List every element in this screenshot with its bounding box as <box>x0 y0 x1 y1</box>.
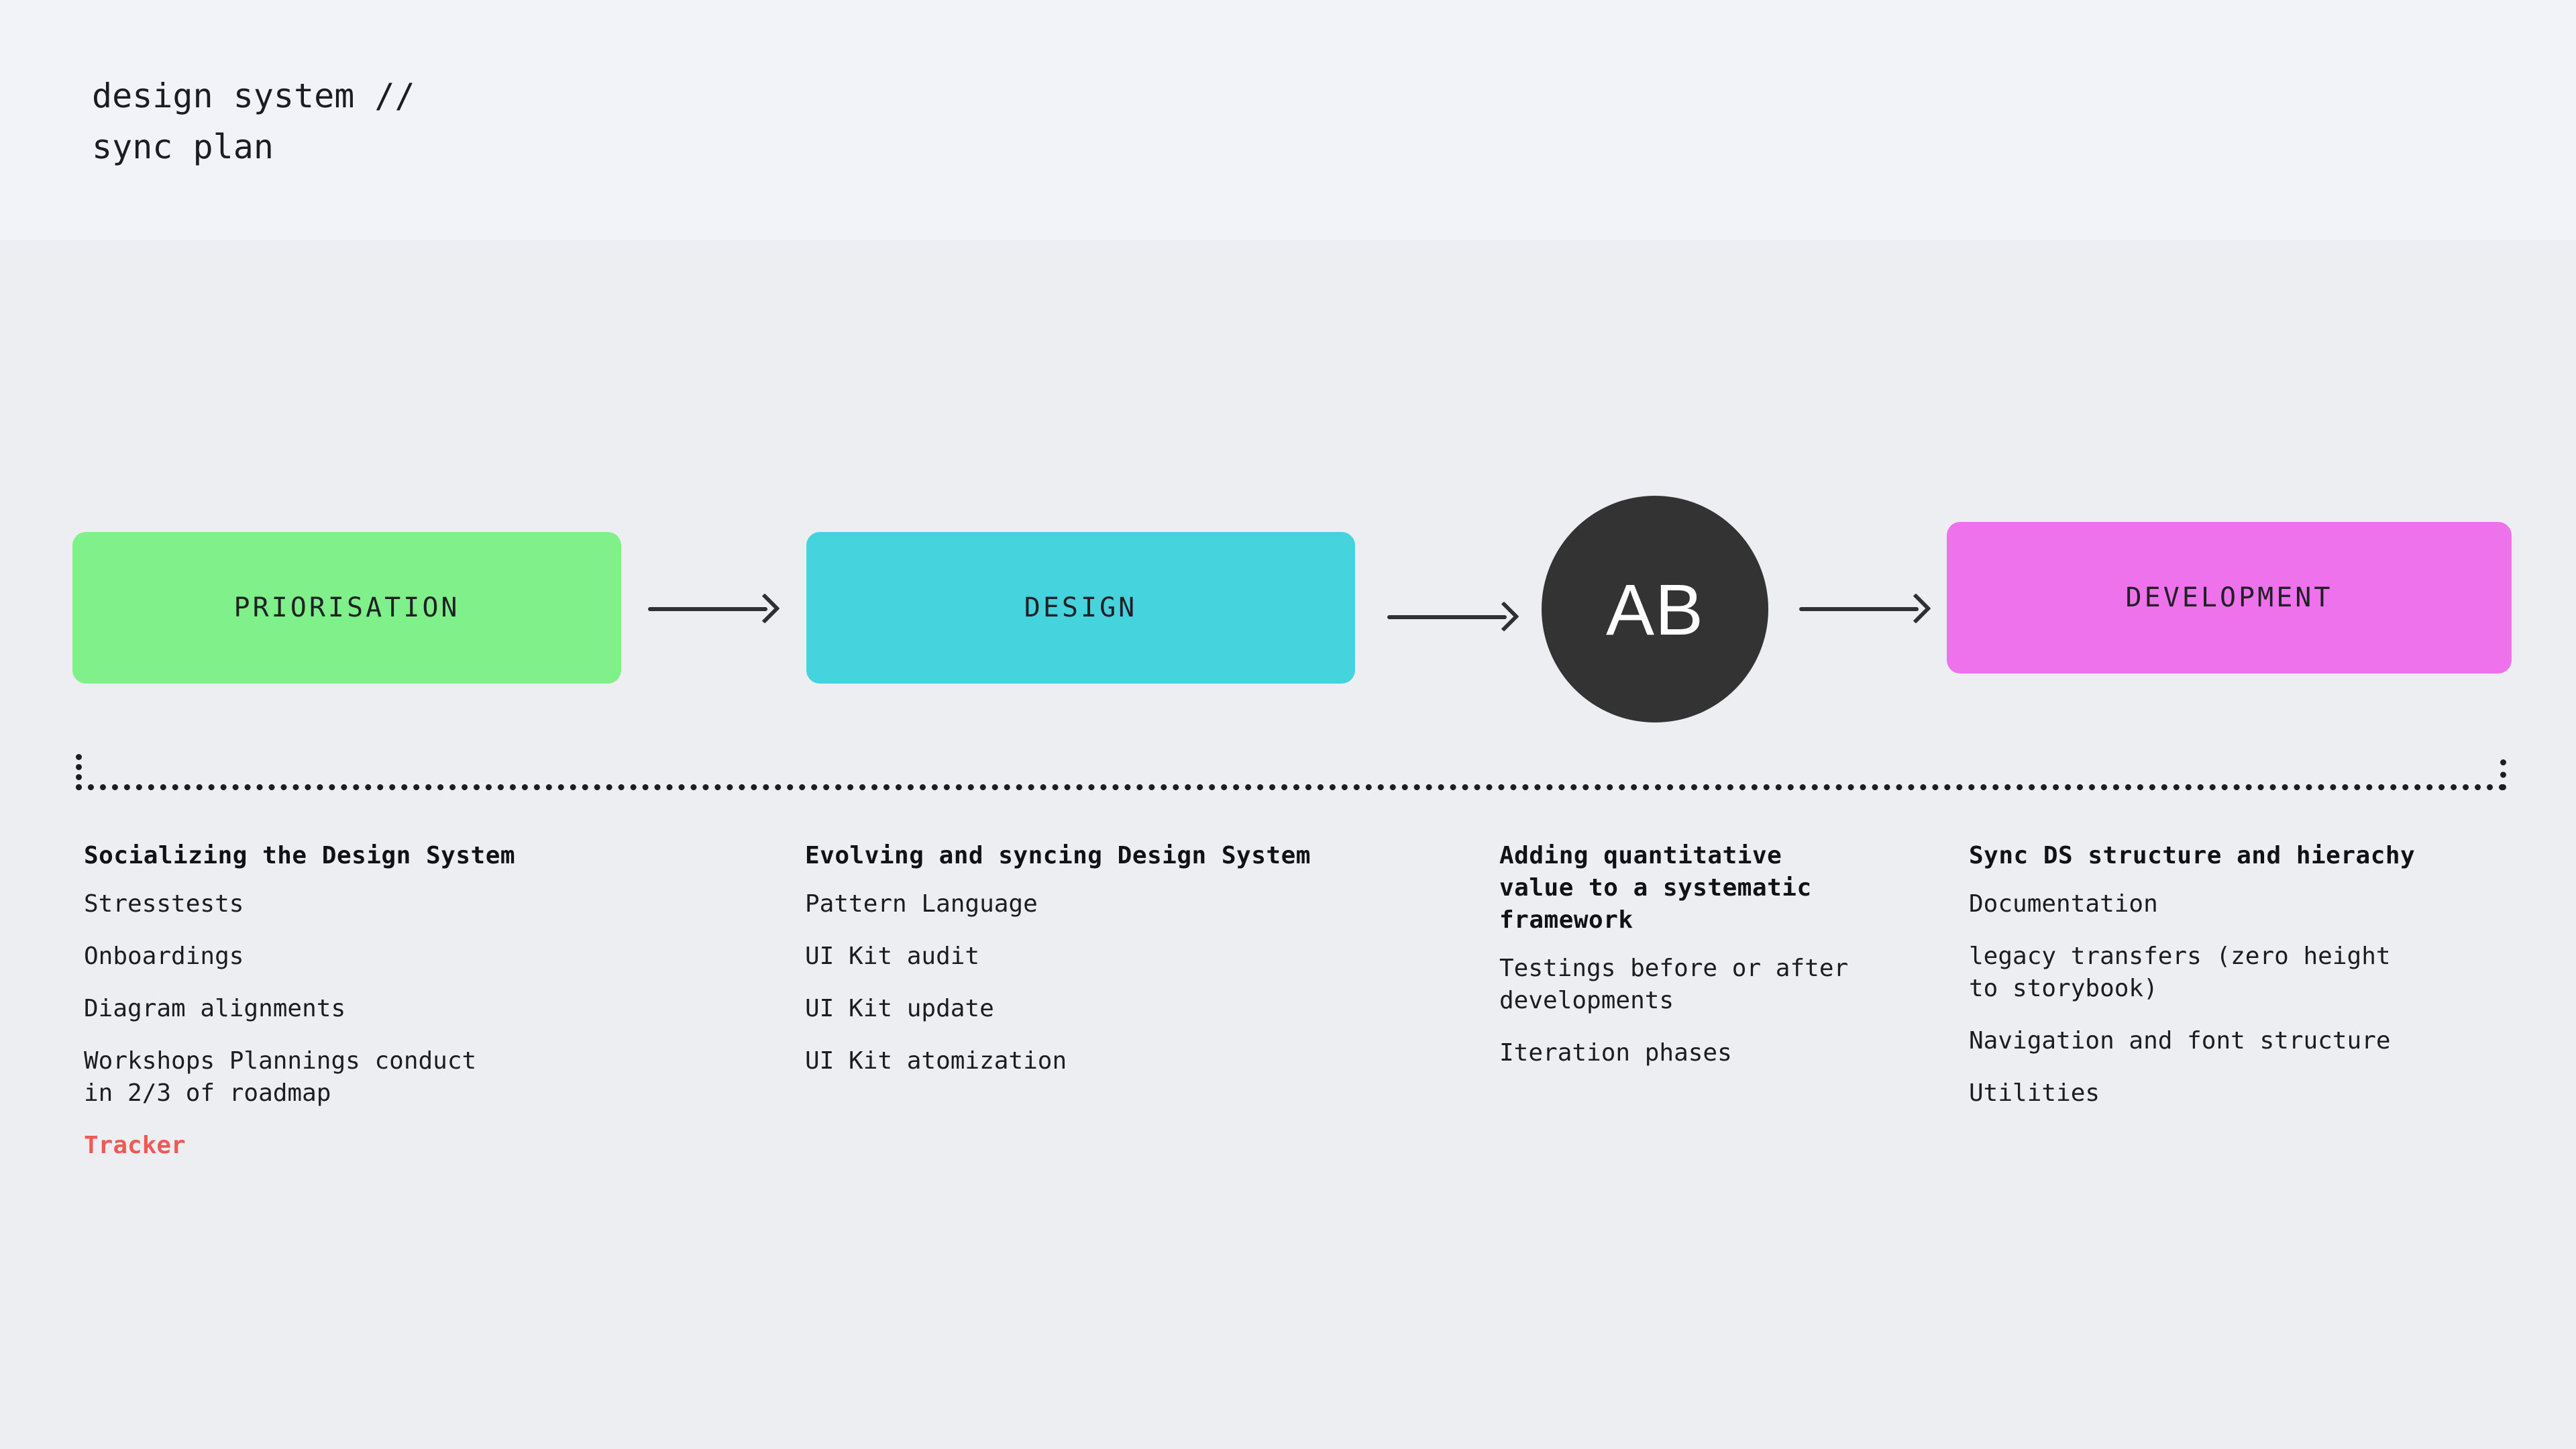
list-item: UI Kit audit <box>805 943 980 970</box>
list-item: Stresstests <box>84 890 244 918</box>
dotted-bracket <box>76 750 2506 790</box>
column-title: Socializing the Design System <box>84 842 516 869</box>
list-item: legacy transfers (zero height to storybo… <box>1969 943 2391 1002</box>
column-socializing: Socializing the Design System Stresstest… <box>84 840 761 1182</box>
arrow-right-icon-3 <box>1799 589 1933 629</box>
list-item: Testings before or after developments <box>1499 955 1849 1014</box>
stage-design[interactable]: DESIGN <box>806 532 1355 684</box>
list-item: UI Kit atomization <box>805 1047 1067 1075</box>
list-item: Iteration phases <box>1499 1039 1732 1067</box>
list-item: Workshops Plannings conduct in 2/3 of ro… <box>84 1047 477 1107</box>
page-title: design system // sync plan <box>92 76 415 166</box>
column-title: Adding quantitative value to a systemati… <box>1499 842 1812 934</box>
stage-ab-circle[interactable]: AB <box>1542 496 1768 722</box>
bracket-left-tick <box>76 754 82 790</box>
stage-development-label: DEVELOPMENT <box>2125 582 2333 613</box>
stage-priorisation-label: PRIORISATION <box>233 592 460 623</box>
arrow-right-icon-2 <box>1387 597 1521 637</box>
list-item: Documentation <box>1969 890 2158 918</box>
column-evolving: Evolving and syncing Design System Patte… <box>805 840 1449 1097</box>
column-quantitative: Adding quantitative value to a systemati… <box>1499 840 1955 1089</box>
column-title: Evolving and syncing Design System <box>805 842 1311 869</box>
stage-priorisation[interactable]: PRIORISATION <box>72 532 621 684</box>
stage-ab-label: AB <box>1605 568 1705 650</box>
arrow-head <box>1900 593 1931 624</box>
column-sync-ds: Sync DS structure and hierachy Documenta… <box>1969 840 2526 1130</box>
bracket-horizontal-line <box>76 784 2506 790</box>
arrow-head <box>1489 601 1519 632</box>
list-item: Utilities <box>1969 1079 2100 1107</box>
tracker-link[interactable]: Tracker <box>84 1132 186 1159</box>
arrow-head <box>749 593 780 624</box>
stage-design-label: DESIGN <box>1024 592 1138 623</box>
arrow-shaft <box>1387 615 1507 619</box>
arrow-right-icon-1 <box>648 589 782 629</box>
list-item: Navigation and font structure <box>1969 1027 2391 1055</box>
list-item: Pattern Language <box>805 890 1038 918</box>
header-band: design system // sync plan <box>0 0 2576 240</box>
bracket-right-tick <box>2500 759 2506 790</box>
column-title: Sync DS structure and hierachy <box>1969 842 2416 869</box>
list-item: Diagram alignments <box>84 995 346 1022</box>
list-item: UI Kit update <box>805 995 994 1022</box>
arrow-shaft <box>648 607 767 611</box>
list-item: Onboardings <box>84 943 244 970</box>
stage-development[interactable]: DEVELOPMENT <box>1947 522 2512 674</box>
arrow-shaft <box>1799 607 1919 611</box>
